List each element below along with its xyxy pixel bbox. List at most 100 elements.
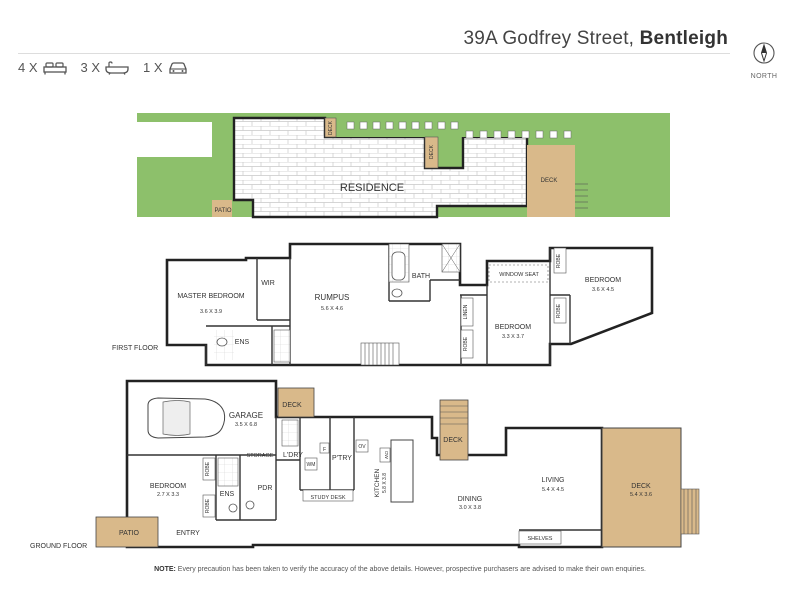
linen-cupboard bbox=[460, 297, 474, 327]
rear-deck bbox=[601, 427, 682, 548]
rumpus-dim: 5.6 X 4.6 bbox=[321, 306, 343, 312]
ground-ensuite-shower bbox=[217, 457, 239, 487]
window-seat-outline bbox=[488, 264, 549, 283]
site-deck-rear bbox=[527, 145, 575, 217]
oven-label: OV bbox=[358, 444, 366, 450]
first-ensuite-label: ENS bbox=[235, 339, 250, 346]
laundry-label: L'DRY bbox=[283, 452, 303, 459]
north-compass: NORTH bbox=[749, 42, 779, 80]
study-desk bbox=[302, 489, 354, 502]
dishwasher bbox=[379, 447, 391, 463]
first-floor-outline bbox=[165, 242, 654, 367]
note-prefix: NOTE: bbox=[154, 566, 176, 573]
front-lawn bbox=[137, 157, 212, 217]
bathtub-icon bbox=[391, 251, 406, 281]
fridge-label: F bbox=[323, 447, 326, 453]
site-deck-mid bbox=[424, 136, 439, 169]
site-plan: PATIO RESIDENCE DECK DECK DECK bbox=[137, 113, 670, 219]
rumpus-label: RUMPUS bbox=[315, 293, 350, 302]
bedroom2-dim: 3.3 X 3.7 bbox=[502, 334, 524, 340]
car-icon bbox=[147, 397, 226, 439]
suburb-text: Bentleigh bbox=[639, 28, 728, 49]
bedroom3-robe-bottom-label: ROBE bbox=[556, 303, 562, 318]
kitchen-dim: 5.8 X 3.8 bbox=[382, 473, 388, 493]
window-seat-label: WINDOW SEAT bbox=[499, 272, 539, 278]
storage-label: STORAGE bbox=[247, 453, 274, 459]
header-divider bbox=[18, 53, 730, 54]
bedroom3-dim: 3.6 X 4.5 bbox=[592, 287, 614, 293]
side-deck bbox=[439, 399, 469, 461]
page-title: 39A Godfrey Street, Bentleigh bbox=[463, 28, 728, 50]
ground-bedroom-dim: 2.7 X 3.3 bbox=[157, 492, 179, 498]
ground-ensuite-toilet bbox=[228, 503, 238, 513]
bath-label: BATH bbox=[412, 273, 430, 280]
driveway-area bbox=[137, 122, 212, 157]
first-floor-label: FIRST FLOOR bbox=[112, 345, 158, 352]
bedroom2-label: BEDROOM bbox=[495, 324, 531, 331]
bedroom3-robe-top bbox=[553, 247, 567, 274]
site-deck-steps bbox=[575, 183, 588, 209]
bedroom2-robe-label: ROBE bbox=[463, 336, 469, 351]
laundry-tiles bbox=[281, 419, 299, 447]
dw-label: DW bbox=[384, 451, 389, 459]
kitchen-island bbox=[390, 439, 414, 503]
entry-label: ENTRY bbox=[176, 530, 200, 537]
site-deck-small-label: DECK bbox=[328, 120, 334, 135]
ground-robe-bottom-label: ROBE bbox=[205, 498, 211, 513]
rear-deck-dim: 5.4 X 3.6 bbox=[630, 492, 652, 498]
master-bedroom-dim: 3.6 X 3.9 bbox=[200, 309, 222, 315]
wir-label: WIR bbox=[261, 280, 275, 287]
note-text: Every precaution has been taken to verif… bbox=[175, 566, 646, 573]
side-deck-steps bbox=[440, 405, 468, 425]
shelves-label: SHELVES bbox=[528, 536, 553, 542]
bedroom3-robe-top-label: ROBE bbox=[556, 253, 562, 268]
property-stats: 4 X 3 X 1 X bbox=[18, 60, 196, 75]
bed-count-label: 4 X bbox=[18, 60, 38, 75]
car-icon bbox=[168, 61, 187, 74]
dining-label: DINING bbox=[458, 496, 483, 503]
kitchen-label: KITCHEN bbox=[374, 468, 381, 497]
front-patio bbox=[95, 516, 159, 548]
ground-bedroom-label: BEDROOM bbox=[150, 483, 186, 490]
garage-deck bbox=[277, 387, 315, 418]
first-floor-plan: MASTER BEDROOM 3.6 X 3.9 WIR ENS RUMPUS … bbox=[112, 242, 654, 367]
front-patio-label: PATIO bbox=[119, 530, 140, 537]
pavers bbox=[346, 121, 572, 139]
ground-robe-top bbox=[202, 457, 216, 481]
living-dim: 5.4 X 4.5 bbox=[542, 487, 564, 493]
study-desk-label: STUDY DESK bbox=[310, 495, 345, 501]
car-count: 1 X bbox=[143, 60, 188, 75]
site-deck-mid-label: DECK bbox=[429, 144, 435, 159]
rear-deck-steps bbox=[680, 488, 700, 535]
bath-icon bbox=[105, 60, 129, 75]
first-ensuite-shower bbox=[273, 329, 291, 363]
ground-ensuite-label: ENS bbox=[220, 491, 235, 498]
bath-toilet-icon bbox=[391, 288, 403, 298]
linen-label: LINEN bbox=[463, 304, 469, 319]
bedroom3-robe-bottom bbox=[553, 297, 567, 324]
residence-label: RESIDENCE bbox=[340, 182, 404, 194]
rear-deck-label: DECK bbox=[631, 483, 651, 490]
site-patio-label: PATIO bbox=[214, 208, 231, 214]
powder-room-label: PDR bbox=[258, 485, 273, 492]
bedroom2-robe bbox=[460, 329, 474, 359]
compass-icon bbox=[753, 42, 775, 64]
north-label: NORTH bbox=[750, 73, 778, 80]
garage-dim: 3.5 X 6.8 bbox=[235, 422, 257, 428]
site-deck-small bbox=[324, 117, 337, 138]
wm-label: WM bbox=[307, 462, 316, 468]
pantry-label: P'TRY bbox=[332, 455, 352, 462]
washing-machine bbox=[304, 457, 318, 471]
bedroom3-label: BEDROOM bbox=[585, 277, 621, 284]
powder-toilet bbox=[245, 500, 255, 510]
garage-deck-label: DECK bbox=[282, 402, 302, 409]
address-text: 39A Godfrey Street, bbox=[463, 28, 635, 49]
bed-icon bbox=[42, 61, 67, 74]
car-count-label: 1 X bbox=[143, 60, 163, 75]
shelves bbox=[518, 530, 562, 545]
bath-count: 3 X bbox=[81, 60, 130, 75]
ground-robe-top-label: ROBE bbox=[205, 461, 211, 476]
master-bedroom-label: MASTER BEDROOM bbox=[177, 293, 244, 300]
living-label: LIVING bbox=[542, 477, 565, 484]
